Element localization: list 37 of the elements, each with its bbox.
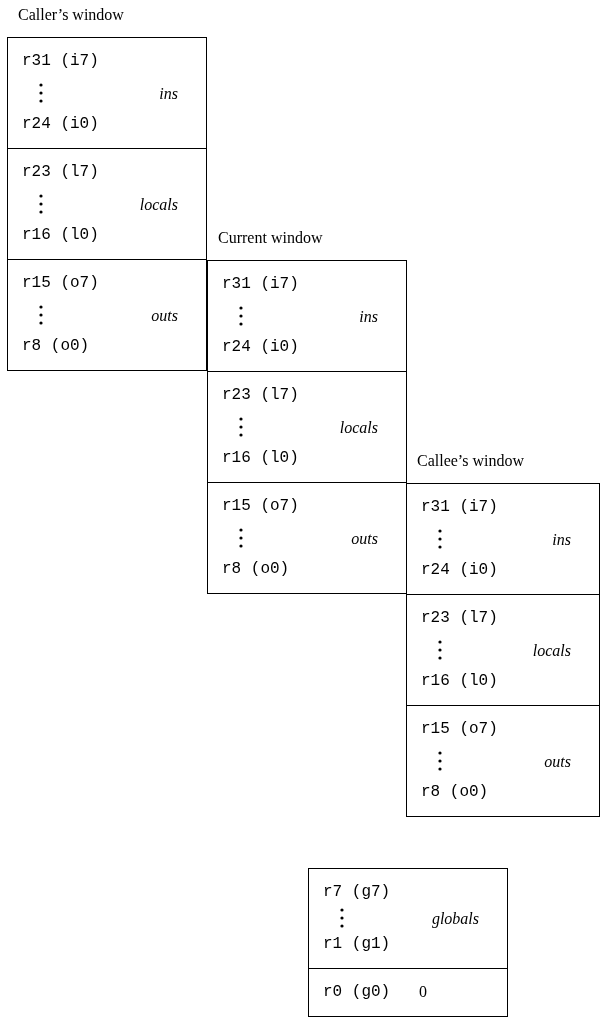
register-name: r24 (i0) (22, 115, 99, 133)
group-label: ins (159, 84, 178, 103)
register-name: r31 (i7) (421, 498, 498, 516)
register-name: r7 (g7) (323, 883, 391, 901)
group-label: locals (139, 195, 178, 214)
group-label: locals (532, 641, 571, 660)
group-label: globals (431, 910, 479, 928)
register-name: r15 (o7) (22, 274, 99, 292)
register-name: r31 (i7) (22, 52, 99, 70)
register-name: r8 (o0) (222, 560, 290, 578)
value-label: 0 (419, 983, 427, 1001)
window-heading: Caller’s window (18, 6, 124, 24)
group-label: outs (151, 306, 178, 325)
register-name: r0 (g0) (323, 983, 391, 1001)
register-name: r16 (l0) (421, 672, 498, 690)
window-heading: Callee’s window (417, 452, 525, 470)
group-label: locals (339, 418, 378, 437)
register-name: r8 (o0) (22, 337, 90, 355)
register-name: r31 (i7) (222, 275, 299, 293)
register-name: r23 (l7) (22, 163, 99, 181)
register-name: r15 (o7) (222, 497, 299, 515)
group-label: ins (552, 530, 571, 549)
register-name: r23 (l7) (421, 609, 498, 627)
register-name: r1 (g1) (323, 935, 391, 953)
group-label: outs (544, 752, 571, 771)
register-name: r23 (l7) (222, 386, 299, 404)
group-label: ins (359, 307, 378, 326)
group-label: outs (351, 529, 378, 548)
register-name: r24 (i0) (222, 338, 299, 356)
register-name: r8 (o0) (421, 783, 489, 801)
register-group-row (308, 868, 508, 969)
register-name: r16 (l0) (22, 226, 99, 244)
register-name: r16 (l0) (222, 449, 299, 467)
register-name: r15 (o7) (421, 720, 498, 738)
register-name: r24 (i0) (421, 561, 498, 579)
window-heading: Current window (218, 229, 323, 247)
register-row (308, 968, 508, 1017)
